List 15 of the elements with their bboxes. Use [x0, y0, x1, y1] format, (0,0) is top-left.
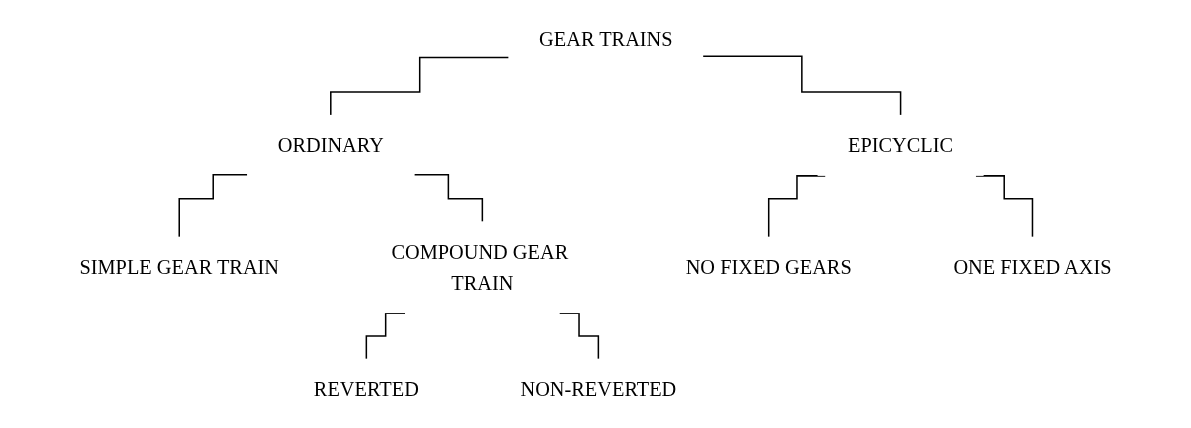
connector	[178, 174, 248, 238]
node-text: NO FIXED GEARS	[685, 256, 852, 279]
connector	[702, 55, 902, 116]
connector	[330, 56, 510, 116]
node-text: GEAR TRAINS	[539, 27, 673, 50]
node-text: REVERTED	[313, 378, 419, 401]
node-text: ORDINARY	[277, 134, 384, 157]
node-text: ONE FIXED AXIS	[953, 256, 1112, 279]
node-text: EPICYCLIC	[848, 134, 954, 157]
connector	[767, 175, 826, 238]
node-text: SIMPLE GEAR TRAIN	[79, 256, 280, 279]
node-text: COMPOUND GEAR TRAIN	[391, 240, 569, 294]
node-text: NON-REVERTED	[520, 378, 677, 401]
connector	[413, 174, 484, 223]
connector	[975, 175, 1034, 238]
